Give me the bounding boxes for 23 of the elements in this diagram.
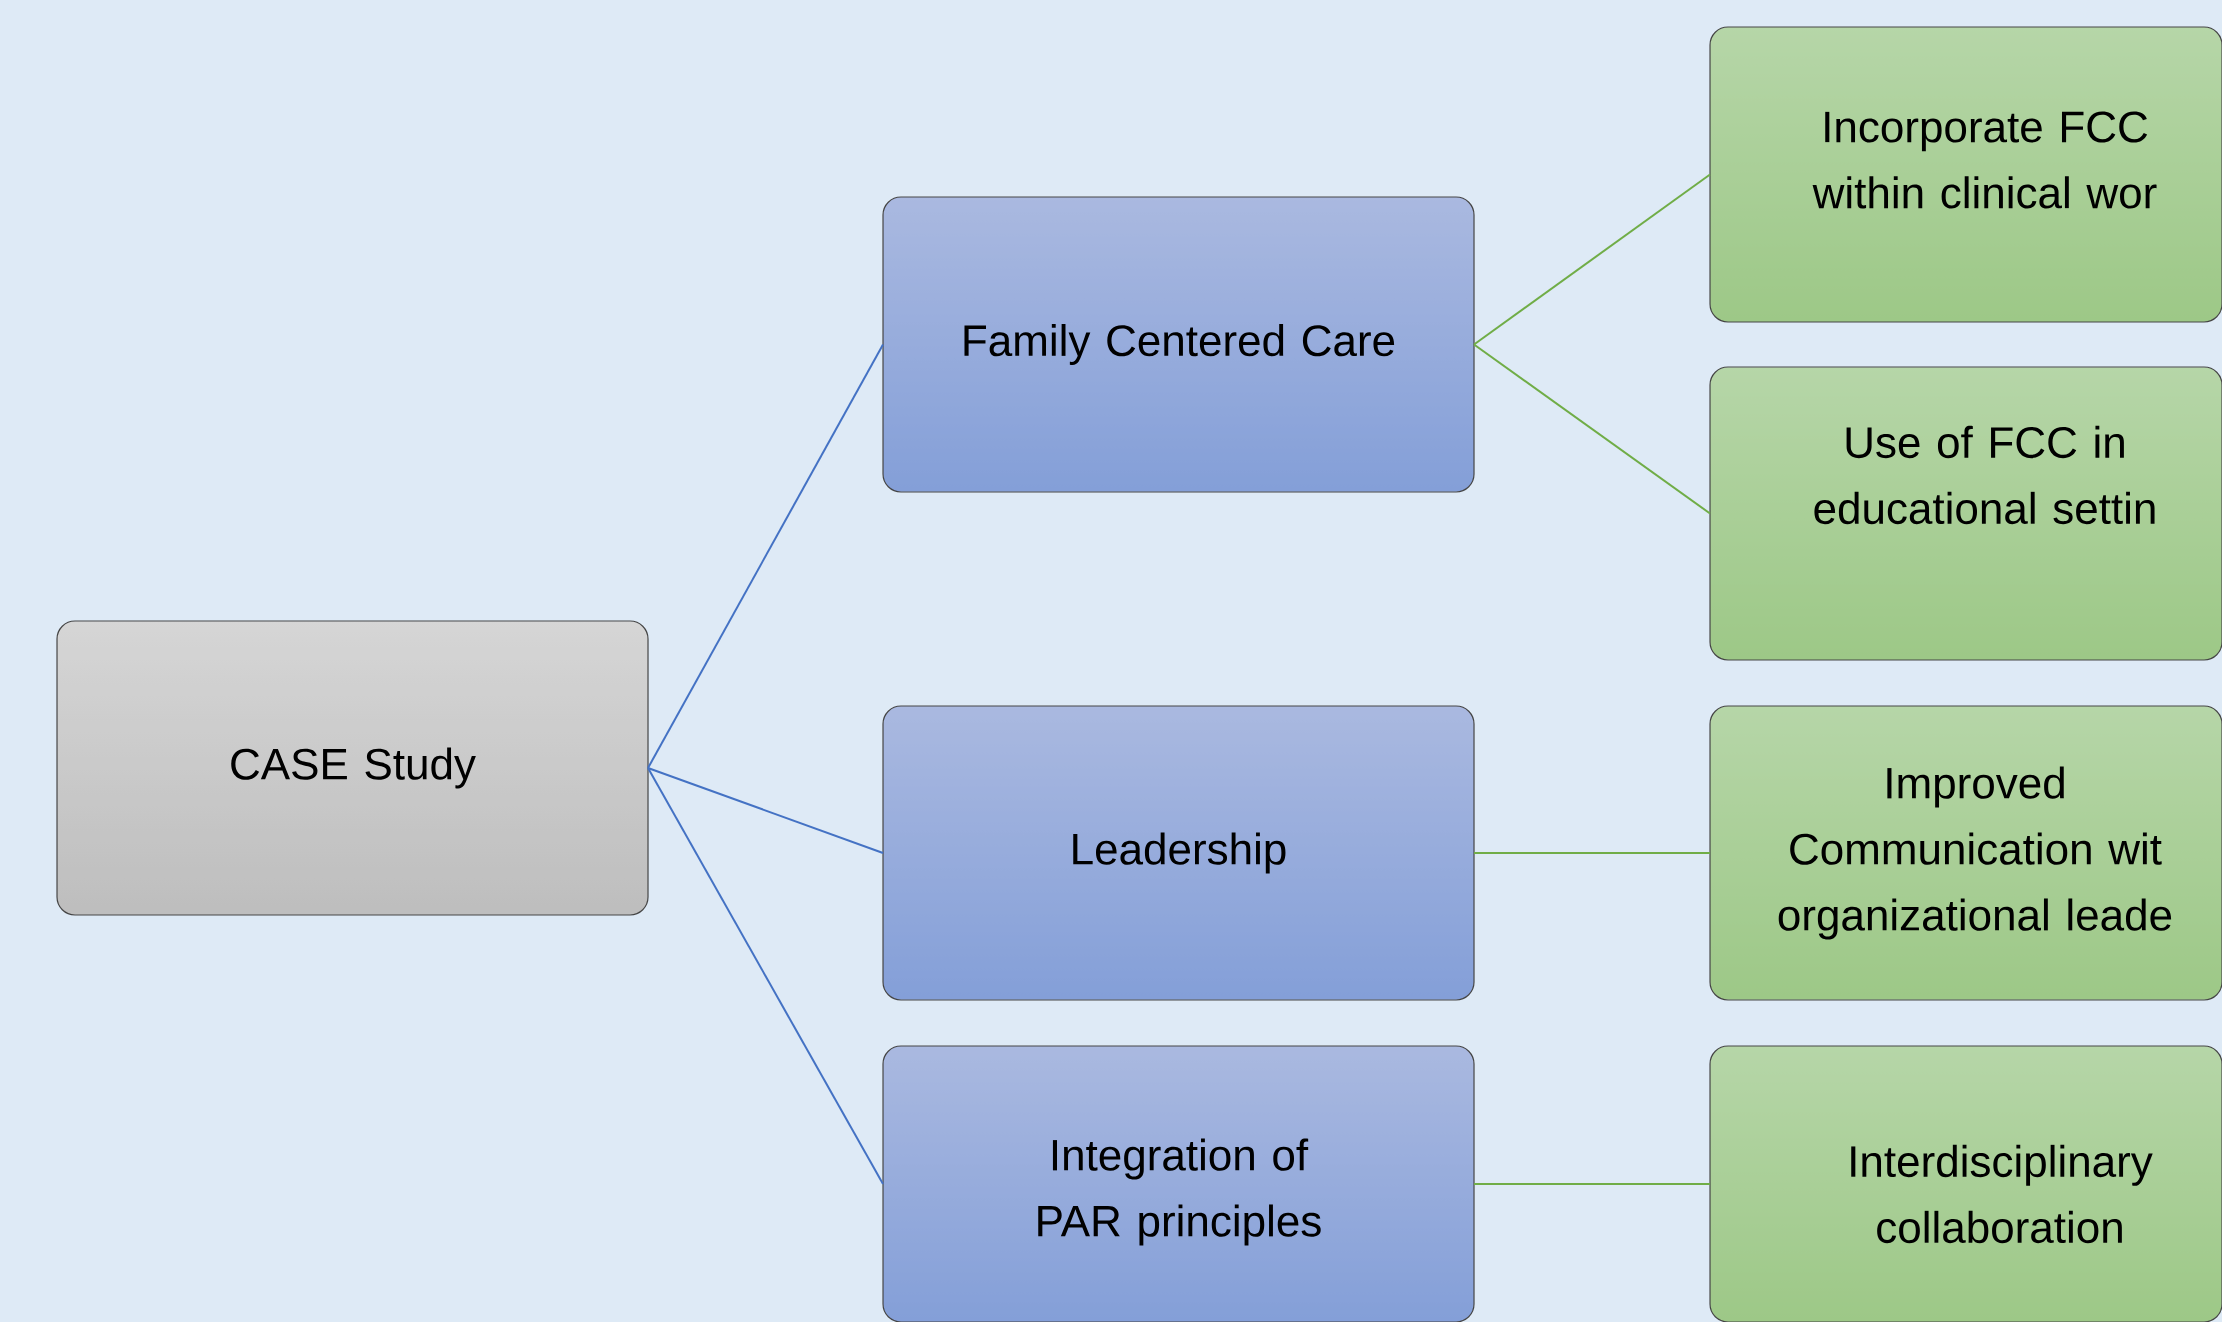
connector-line: [1473, 1183, 1711, 1185]
node-label: CASE Study: [231, 747, 476, 789]
connector-line: [647, 343, 884, 769]
connector-line: [1473, 852, 1711, 854]
process-box: [882, 1045, 1475, 1322]
node-label: Use of FCC in educational settin: [1814, 425, 2155, 525]
process-box: [882, 196, 1475, 493]
node-label: Interdisciplinary collaboration: [1851, 1144, 2153, 1244]
node-label: Leadership: [1073, 832, 1286, 874]
node-label: Improved Communication wit organizational leade: [1778, 766, 2172, 940]
connector-line: [647, 767, 884, 1185]
node-label: Family Centered Care: [964, 323, 1395, 365]
connector-line: [1473, 173, 1711, 346]
process-box: [1709, 366, 2222, 661]
process-box: [1709, 1045, 2222, 1322]
process-box: [1709, 26, 2222, 323]
process-box: [882, 705, 1475, 1001]
process-box: [1709, 705, 2222, 1001]
node-label: Incorporate FCC within clinical wor: [1812, 111, 2157, 209]
node-label: Integration of PAR principles: [1038, 1138, 1321, 1246]
process-box: [56, 620, 649, 916]
connector-line: [1473, 343, 1711, 515]
connector-line: [647, 767, 884, 854]
